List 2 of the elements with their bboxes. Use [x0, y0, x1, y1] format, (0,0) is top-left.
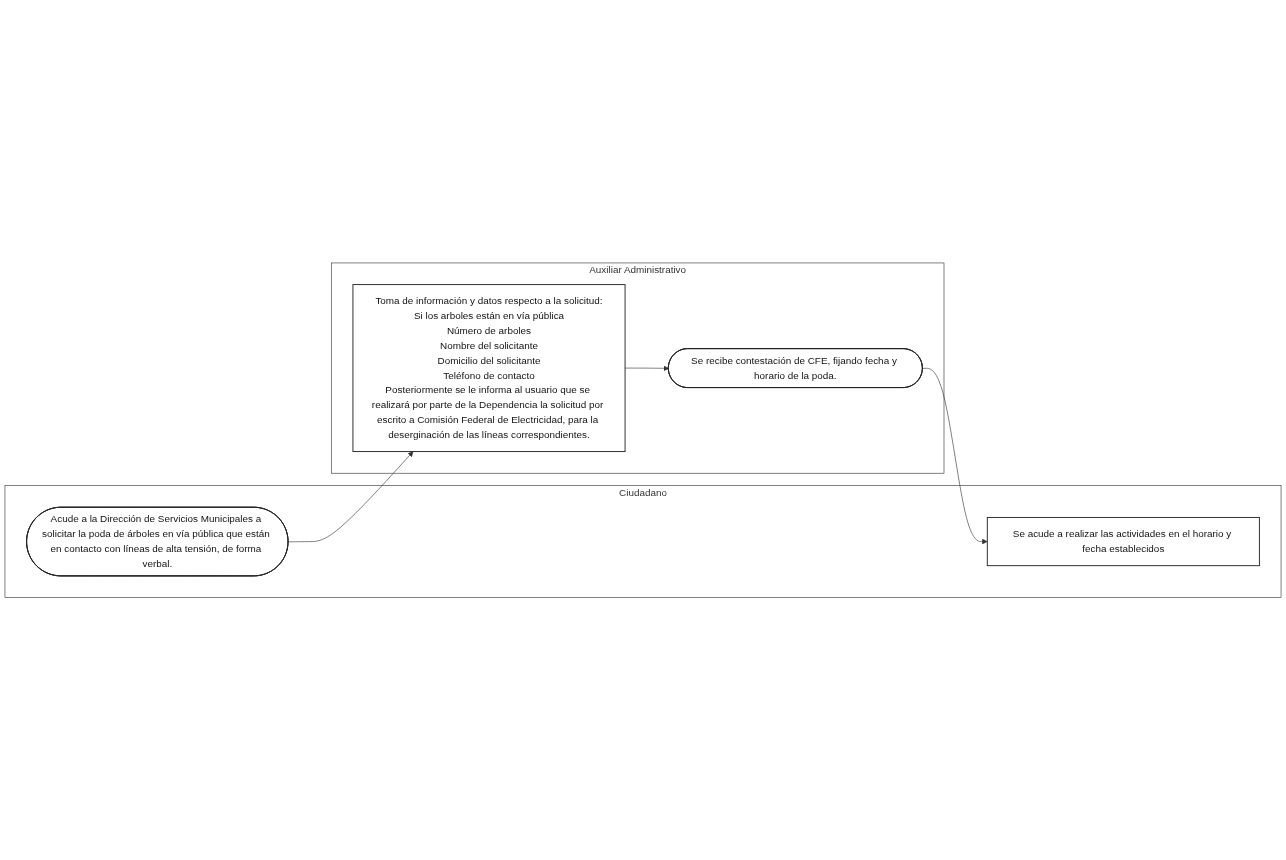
- node-box: Toma de información y datos respecto a la solicitud: Si los arboles están en vía pública Número de arboles Nombre del solicitante Domicilio del solicitante Teléfono de contacto Posteriormente se le informa al usuario que se realizará por parte de la Dependencia la solicitud por escrito a Comisión Federal de Electricidad, para la deserginación de las líneas correspondientes.: [352, 283, 626, 452]
- node-box: Se acude a realizar las actividades en el horario y fecha establecidos: [986, 516, 1260, 566]
